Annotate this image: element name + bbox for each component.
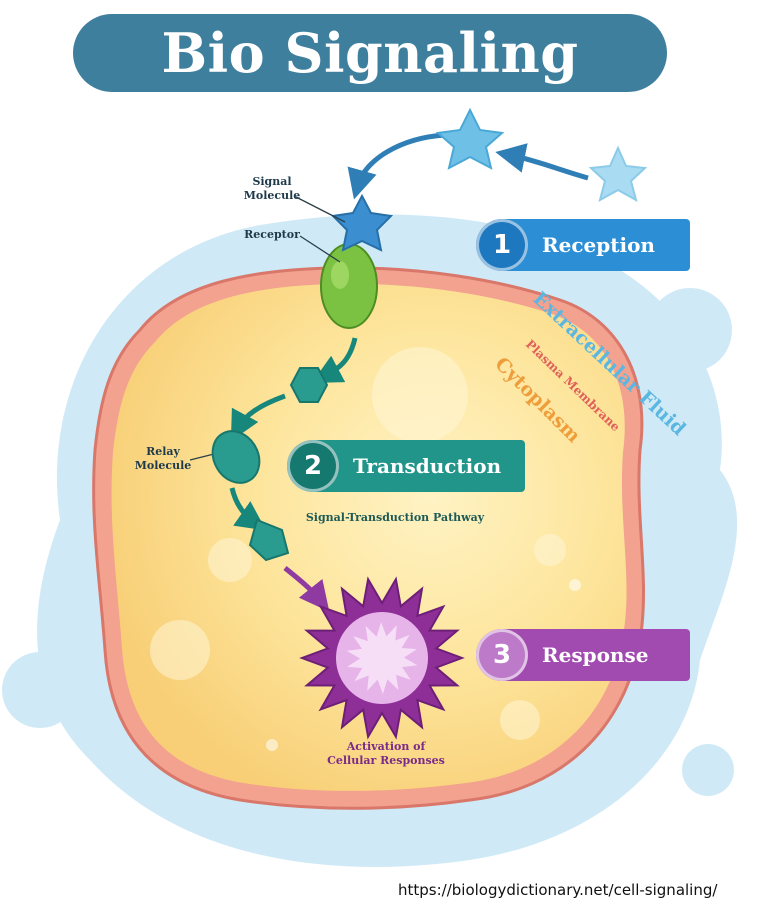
signal-molecule-label-2: Molecule (244, 189, 301, 202)
activation-label-2: Cellular Responses (327, 754, 445, 767)
pathway-label: Signal-Transduction Pathway (306, 511, 485, 524)
signal-molecule-label-1: Signal (252, 175, 291, 188)
receptor-label: Receptor (244, 228, 300, 241)
receptor (321, 244, 377, 328)
step-number-1: 1 (476, 219, 528, 271)
step-label-reception: Reception (528, 233, 655, 257)
star-icon (591, 148, 645, 200)
step-transduction: 2 Transduction (287, 440, 525, 492)
relay-molecule-label-1: Relay (146, 445, 180, 458)
step-label-response: Response (528, 643, 648, 667)
activation-label-1: Activation of (346, 740, 427, 753)
step-response: 3 Response (476, 629, 690, 681)
step-number-3: 3 (476, 629, 528, 681)
step-number-2: 2 (287, 440, 339, 492)
step-reception: 1 Reception (476, 219, 690, 271)
incoming-signal (358, 110, 645, 200)
source-url: https://biologydictionary.net/cell-signa… (398, 881, 717, 899)
relay-protein-1 (291, 368, 327, 402)
relay-molecule-label-2: Molecule (135, 459, 192, 472)
star-icon (438, 110, 502, 168)
step-label-transduction: Transduction (339, 454, 501, 478)
